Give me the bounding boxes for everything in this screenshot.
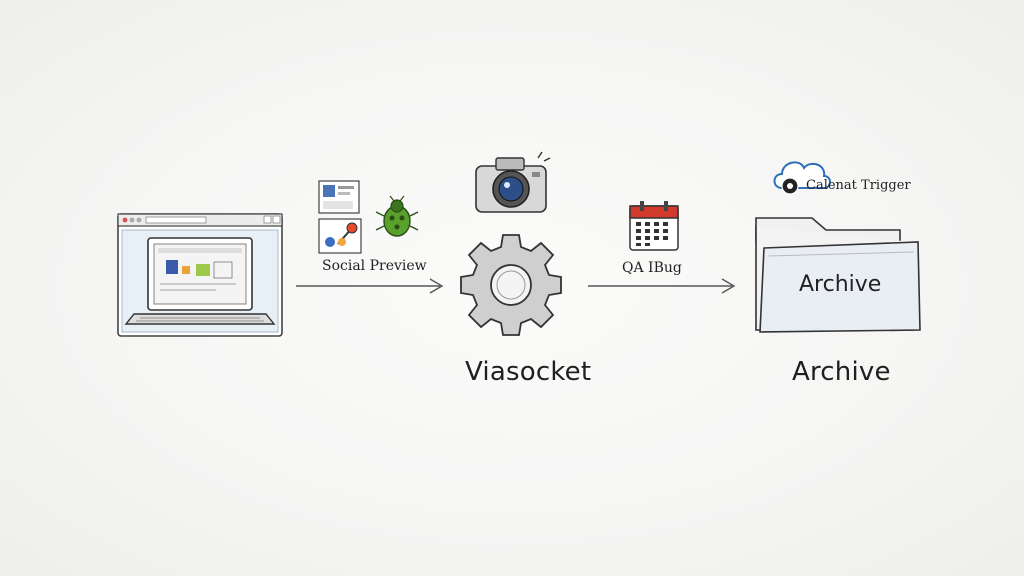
target-label: Archive <box>792 357 891 387</box>
camera-icon <box>475 151 551 213</box>
folder-icon <box>755 217 921 333</box>
gear-icon <box>460 234 562 336</box>
laptop-browser-window-icon <box>117 213 283 337</box>
step1-label: Social Preview <box>322 258 427 274</box>
step2-label: QA IBug <box>622 260 682 276</box>
pin-icon <box>318 218 362 254</box>
cloud-icon <box>773 161 831 195</box>
hub-label: Viasocket <box>465 357 592 387</box>
flow-arrow-2 <box>588 278 736 294</box>
thumbnail-icon <box>318 180 360 214</box>
folder-label: Archive <box>799 272 882 297</box>
bug-icon <box>375 195 419 237</box>
trigger-label: Calenat Trigger <box>806 178 911 193</box>
flow-arrow-1 <box>296 278 444 294</box>
calendar-icon <box>629 201 679 251</box>
